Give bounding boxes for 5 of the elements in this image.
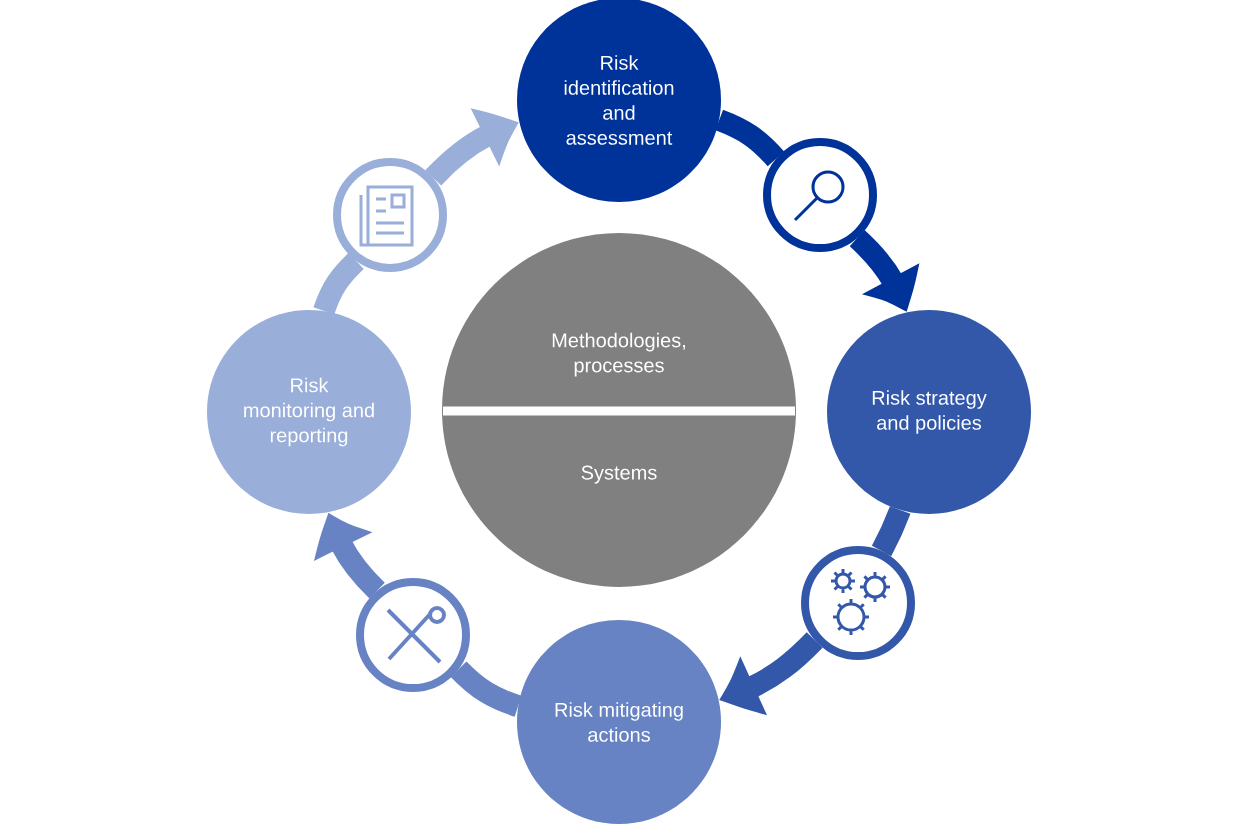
- icon-circle: [763, 138, 877, 252]
- arrow: [316, 515, 385, 599]
- arrow: [425, 110, 517, 186]
- arrow: [849, 230, 918, 310]
- arrow: [721, 632, 823, 713]
